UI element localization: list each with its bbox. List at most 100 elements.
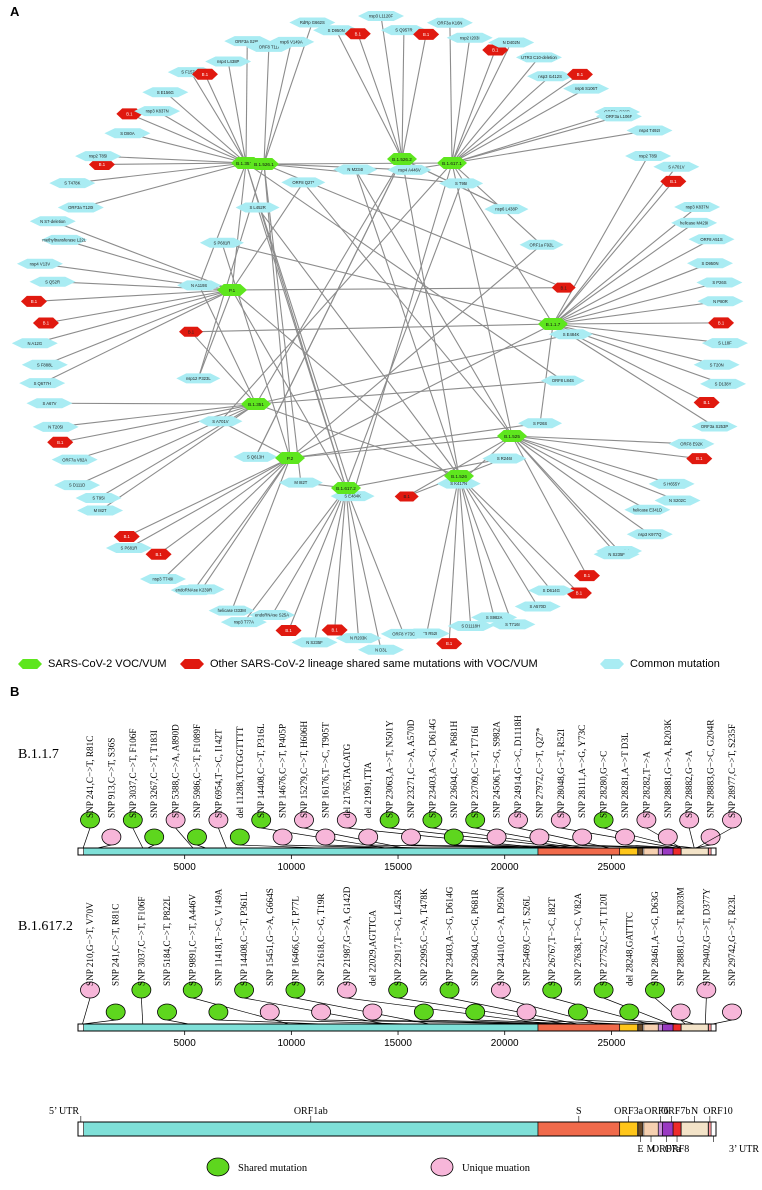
network-edge: [451, 42, 512, 164]
network-edge: [55, 403, 257, 428]
network-edge: [451, 57, 540, 164]
mutation-stem: [321, 1019, 540, 1025]
gene-label: N: [691, 1106, 698, 1117]
node-label: ORF3a S26L: [235, 39, 260, 44]
network-edge: [255, 333, 572, 405]
network-edge: [263, 163, 302, 483]
node-label: S T95I: [92, 496, 104, 501]
mutation-label: del 28248,GATTTC: [624, 912, 634, 986]
mutation-node: [624, 504, 671, 515]
mutation-node: [134, 106, 181, 117]
node-label: B.1: [155, 552, 162, 557]
network-edge: [451, 129, 650, 164]
mutation-stem: [368, 844, 548, 849]
unique-mutation-marker: [101, 828, 122, 846]
mutation-label: SNP 5388,C−>A, A890D: [171, 724, 181, 818]
unique-mutation-marker: [615, 828, 635, 846]
node-label: M I82T: [94, 508, 107, 513]
mutation-node: [142, 87, 189, 98]
unique-mutation-marker: [572, 828, 593, 846]
mutation-label: SNP 15451,G−>A, G664S: [265, 888, 275, 986]
mutation-label: SNP 28461,A−>G, D63G: [650, 891, 660, 986]
node-label: S D138Y: [715, 381, 732, 386]
network-edge: [511, 435, 648, 511]
mutation-stem: [500, 997, 599, 1025]
shared-mutation-marker: [157, 1003, 177, 1021]
mutation-stem: [680, 1019, 695, 1025]
mutation-label: SNP 28280,G−>C: [599, 751, 609, 818]
node-label: B.1: [57, 440, 64, 445]
node-label: S D1118H: [461, 624, 480, 629]
node-label: methyltransferase L22L: [42, 238, 86, 243]
mutation-label: SNP 15279,C−>T, H606H: [299, 720, 309, 818]
network-edge: [451, 37, 471, 164]
mutation-node: [51, 454, 98, 465]
network-edge: [255, 158, 403, 405]
mutation-stem: [282, 844, 392, 849]
network-edge: [201, 457, 291, 590]
mutation-stem: [175, 827, 194, 849]
mutation-stem: [166, 1019, 189, 1025]
mutation-node: [674, 201, 721, 212]
shared-mutation-marker: [234, 981, 254, 999]
network-edge: [449, 22, 453, 164]
legend-label-common: Common mutation: [630, 658, 720, 670]
node-label: B.1: [124, 534, 131, 539]
axis-tick-label: 15000: [384, 1038, 412, 1049]
node-label: ORF8 E92K: [680, 442, 703, 447]
mutation-label: del 11288,TCTGGTTTT: [235, 726, 245, 818]
network-edge: [289, 323, 554, 459]
mutation-label: SNP 913,C−>T, S36S: [106, 738, 116, 818]
network-edge: [49, 402, 257, 405]
mutation-stem: [147, 844, 155, 849]
voc-hub-node: [249, 158, 279, 170]
unique-mutation-marker: [401, 828, 421, 846]
network-edge: [245, 162, 347, 489]
unique-mutation-marker: [508, 811, 528, 829]
mutation-node: [11, 338, 58, 349]
unique-mutation-marker: [696, 981, 717, 999]
node-label: ORF1a F92L: [529, 242, 554, 247]
genome-segment: [710, 847, 717, 856]
mutation-node: [436, 478, 481, 489]
network-edge: [511, 435, 692, 445]
network-edge: [220, 420, 291, 459]
network-edge: [458, 475, 495, 618]
node-label: nsp3 T749I: [153, 577, 174, 582]
node-label: S Q52R: [45, 279, 60, 284]
mutation-label: del 22029,AGTTCA: [367, 910, 377, 986]
mutation-stem: [629, 1019, 681, 1025]
unique-mutation-marker: [336, 981, 357, 999]
node-label: S D950N: [702, 261, 719, 266]
network-edge: [198, 285, 257, 405]
network-edge: [34, 289, 233, 344]
node-label: helicase M429I: [680, 221, 708, 226]
axis-tick-label: 5000: [174, 1038, 197, 1049]
network-edge: [552, 238, 712, 325]
mutation-stem: [496, 844, 601, 849]
mutation-label: SNP 5986,C−>T, F1089F: [192, 724, 202, 818]
mutation-node: [75, 151, 122, 162]
network-edge: [451, 162, 554, 325]
node-label: nsp6 V149A: [280, 40, 303, 45]
network-edge: [458, 475, 552, 591]
lineage-node: [32, 317, 59, 329]
lineage-node: [413, 28, 440, 40]
lineage-node: [436, 638, 463, 650]
node-label: N S235F: [608, 552, 625, 557]
node-label: B.1: [670, 179, 677, 184]
node-label: S H655Y: [663, 481, 680, 486]
node-label: helicase I333M: [218, 608, 247, 613]
mutation-label: SNP 21987,G−>A, G142D: [342, 886, 352, 986]
voc-hub-node: [275, 452, 305, 464]
node-label: B.1: [696, 456, 703, 461]
mutation-label: SNP 24914,G−>C, D1118H: [513, 715, 523, 818]
network-edge: [335, 30, 403, 160]
lineage-node: [191, 68, 218, 80]
network-edge: [220, 162, 453, 422]
genome-segment: [83, 1023, 539, 1032]
unique-mutation-marker: [636, 811, 657, 829]
shared-mutation-marker: [443, 828, 464, 846]
mutation-label: SNP 24410,G−>A, D950N: [496, 886, 506, 986]
